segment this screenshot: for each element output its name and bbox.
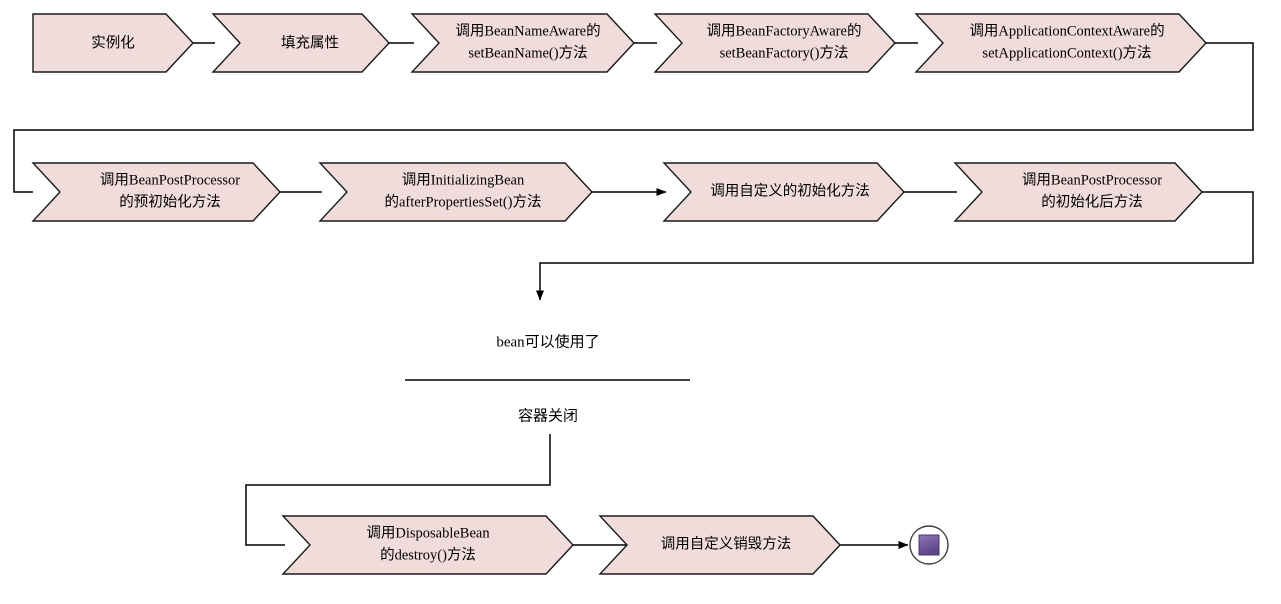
node-bpp-after-label-2: 的初始化后方法 — [1041, 193, 1143, 210]
chevron-call-disposablebean[interactable] — [281, 515, 574, 575]
note-bean-ready: bean可以使用了 — [496, 333, 599, 350]
node-call-custom-destroy[interactable]: 调用自定义销毁方法 — [598, 515, 841, 575]
node-custom-destroy-label-1: 调用自定义销毁方法 — [661, 535, 792, 552]
node-call-beannameaware-label-1: 调用BeanNameAware的 — [455, 22, 600, 39]
chevron-call-custom-init[interactable] — [662, 162, 905, 222]
node-call-beanfactoryaware-label-1: 调用BeanFactoryAware的 — [707, 22, 862, 39]
node-beanpostprocessor-before-init[interactable]: 调用BeanPostProcessor 的预初始化方法 — [31, 162, 281, 222]
node-call-disposablebean[interactable]: 调用DisposableBean 的destroy()方法 — [281, 515, 574, 575]
row-3-group: 调用DisposableBean 的destroy()方法 调用自定义销毁方法 — [281, 515, 949, 575]
chevron-beanpostprocessor-before-init[interactable] — [31, 162, 281, 222]
node-disposablebean-label-1: 调用DisposableBean — [366, 524, 490, 541]
chevron-beanpostprocessor-after-init[interactable] — [953, 162, 1203, 222]
row-2-group: 调用BeanPostProcessor 的预初始化方法 调用Initializi… — [31, 162, 1203, 222]
chevron-call-beannameaware[interactable] — [410, 13, 635, 73]
connector-row2-to-bean-ready — [536, 191, 1254, 301]
note-container-close: 容器关闭 — [518, 407, 578, 424]
node-instantiate[interactable]: 实例化 — [32, 13, 194, 73]
node-call-beanfactoryaware[interactable]: 调用BeanFactoryAware的 setBeanFactory()方法 — [653, 13, 896, 73]
node-beanpostprocessor-after-init[interactable]: 调用BeanPostProcessor 的初始化后方法 — [953, 162, 1203, 222]
node-call-beannameaware-label-2: setBeanName()方法 — [468, 44, 587, 61]
chevron-call-custom-destroy[interactable] — [598, 515, 841, 575]
node-populate-properties[interactable]: 填充属性 — [211, 13, 390, 73]
node-call-applicationcontextaware-label-1: 调用ApplicationContextAware的 — [969, 22, 1164, 39]
node-call-beanfactoryaware-label-2: setBeanFactory()方法 — [720, 44, 849, 61]
row-1-group: 实例化 填充属性 调用BeanNameAware的 setBeanName()方… — [32, 13, 1207, 73]
node-bpp-before-label-1: 调用BeanPostProcessor — [100, 171, 240, 188]
node-initializingbean-label-1: 调用InitializingBean — [402, 171, 525, 188]
node-instantiate-label-1: 实例化 — [91, 34, 135, 51]
chevron-call-applicationcontextaware[interactable] — [914, 13, 1207, 73]
end-node-marker[interactable] — [909, 525, 949, 565]
node-initializingbean-label-2: 的afterPropertiesSet()方法 — [384, 193, 541, 210]
node-call-initializingbean[interactable]: 调用InitializingBean 的afterPropertiesSet()… — [318, 162, 593, 222]
node-call-custom-init[interactable]: 调用自定义的初始化方法 — [662, 162, 905, 222]
connector-row1-to-row2 — [13, 42, 1254, 193]
chevron-instantiate[interactable] — [32, 13, 194, 73]
node-populate-properties-label-1: 填充属性 — [281, 34, 339, 51]
node-call-applicationcontextaware-label-2: setApplicationContext()方法 — [982, 44, 1151, 61]
chevron-populate-properties[interactable] — [211, 13, 390, 73]
node-bpp-after-label-1: 调用BeanPostProcessor — [1022, 171, 1162, 188]
end-node-square-icon — [918, 534, 940, 556]
node-disposablebean-label-2: 的destroy()方法 — [380, 546, 476, 563]
connector-close-to-row3 — [245, 434, 551, 546]
node-call-beannameaware[interactable]: 调用BeanNameAware的 setBeanName()方法 — [410, 13, 635, 73]
node-call-applicationcontextaware[interactable]: 调用ApplicationContextAware的 setApplicatio… — [914, 13, 1207, 73]
node-custom-init-label-1: 调用自定义的初始化方法 — [710, 182, 870, 199]
chevron-call-beanfactoryaware[interactable] — [653, 13, 896, 73]
chevron-call-initializingbean[interactable] — [318, 162, 593, 222]
node-bpp-before-label-2: 的预初始化方法 — [119, 193, 221, 210]
